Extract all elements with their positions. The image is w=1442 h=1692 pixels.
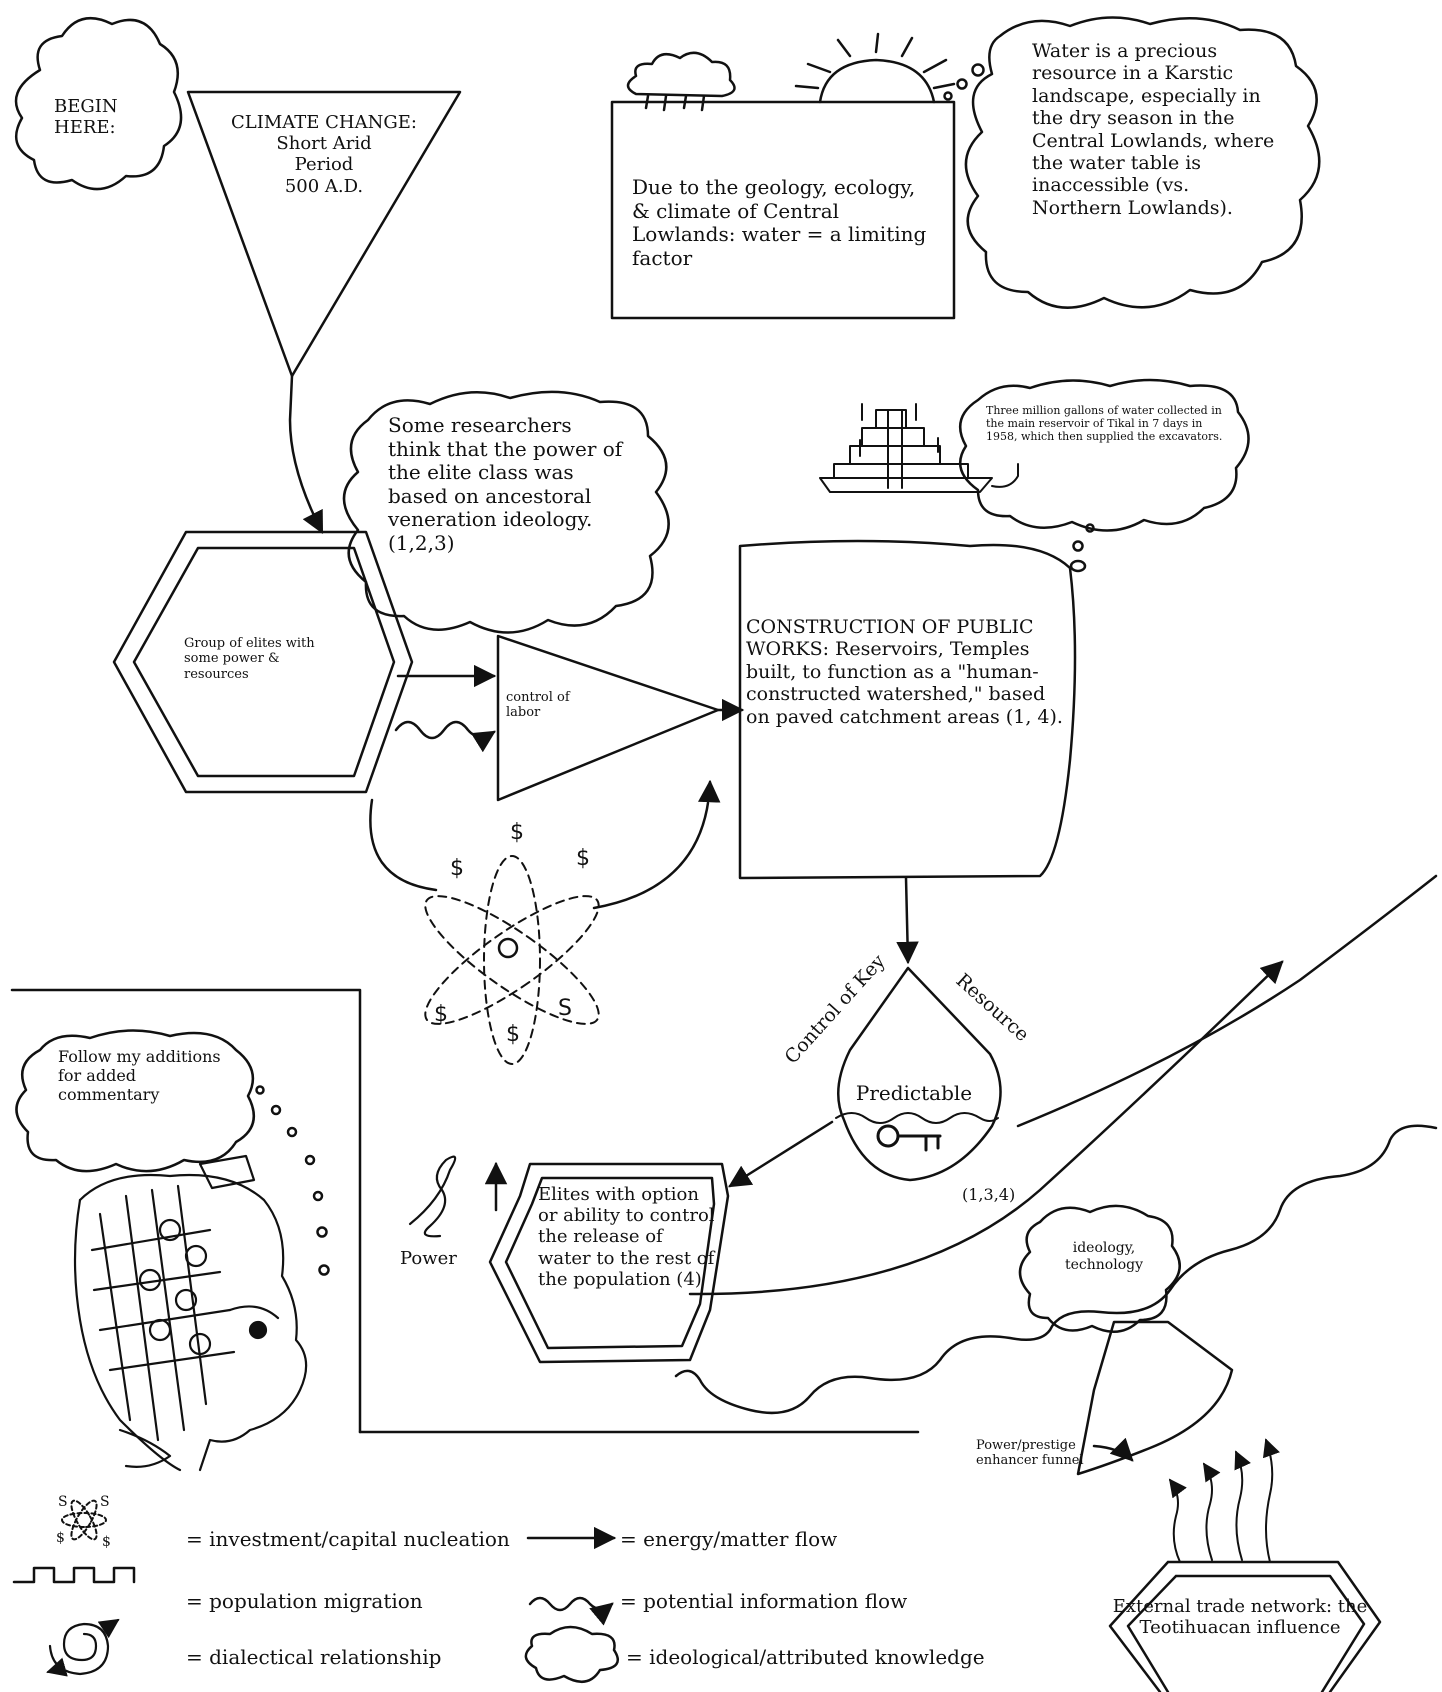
commentary-text: Follow my additions for added commentary bbox=[58, 1047, 221, 1104]
legend-dollar-sign: $ bbox=[102, 1534, 111, 1550]
legend-information-text: = potential information flow bbox=[620, 1589, 908, 1613]
elites-release-text: Elites with option or ability to control… bbox=[538, 1184, 715, 1290]
dollar-sign: $ bbox=[450, 856, 464, 881]
climate-change-label: CLIMATE CHANGE: Short Arid Period 500 A.… bbox=[196, 112, 452, 197]
funnel-pointer bbox=[1092, 1437, 1134, 1462]
begin-cloud bbox=[14, 16, 183, 191]
legend-energy-text: = energy/matter flow bbox=[620, 1527, 838, 1551]
control-labor-triangle bbox=[496, 634, 720, 802]
thought-bubble bbox=[943, 91, 953, 101]
legend-migration-symbol bbox=[12, 1566, 136, 1584]
key-to-elites-arrow bbox=[728, 1120, 834, 1188]
begin-line-2: HERE: bbox=[54, 117, 116, 139]
sun-icon bbox=[794, 32, 956, 104]
thought-bubble bbox=[312, 1190, 324, 1202]
thought-bubble bbox=[1072, 540, 1084, 552]
elites-to-right-arrow bbox=[688, 960, 1284, 1296]
commentary-cloud bbox=[15, 1029, 256, 1173]
external-trade-hexagon-outer bbox=[1108, 1560, 1382, 1692]
ideology-text: ideology, technology bbox=[1065, 1240, 1143, 1273]
power-label: Power bbox=[400, 1248, 457, 1269]
water-precious-cloud bbox=[964, 16, 1321, 309]
key-resource-drop bbox=[837, 966, 1002, 1182]
water-waves bbox=[835, 1112, 999, 1124]
thought-bubble bbox=[270, 1104, 282, 1116]
investment-to-labor-arrow bbox=[592, 779, 721, 910]
elites-hexagon-outer bbox=[112, 530, 414, 794]
climate-to-hexagon-arrow bbox=[288, 374, 324, 534]
elites-to-investment-curve bbox=[369, 798, 438, 892]
water-limiting-box bbox=[610, 100, 956, 320]
control-labor-text: control of labor bbox=[506, 690, 570, 721]
public-works-text: CONSTRUCTION OF PUBLIC WORKS: Reservoirs… bbox=[746, 616, 1063, 728]
right-edge-wave bbox=[674, 1124, 1438, 1415]
legend-ideological-text: = ideological/attributed knowledge bbox=[626, 1645, 985, 1669]
tikal-cloud bbox=[958, 378, 1250, 532]
elites-hexagon-inner bbox=[132, 546, 396, 778]
climate-line-2: Short Arid bbox=[276, 133, 372, 155]
external-trade-text: External trade network: the Teotihuacan … bbox=[1112, 1596, 1368, 1639]
climate-triangle bbox=[186, 90, 462, 378]
ideology-cloud bbox=[1018, 1204, 1181, 1333]
prestige-funnel bbox=[1076, 1320, 1234, 1476]
legend-migration-text: = population migration bbox=[186, 1589, 423, 1613]
dollar-sign: $ bbox=[576, 846, 590, 871]
funnel-label: Power/prestige enhancer funnel bbox=[976, 1438, 1084, 1469]
key-resource-citation: (1,3,4) bbox=[962, 1185, 1016, 1204]
water-precious-text: Water is a precious resource in a Karsti… bbox=[1032, 40, 1275, 219]
begin-here-label: BEGIN HERE: bbox=[54, 96, 118, 138]
spiral-center bbox=[497, 937, 519, 959]
s-letter: S bbox=[558, 996, 572, 1021]
tikal-text: Three million gallons of water collected… bbox=[986, 404, 1223, 444]
dollar-sign: $ bbox=[506, 1022, 520, 1047]
predictable-label: Predictable bbox=[855, 1081, 973, 1105]
begin-line-1: BEGIN bbox=[54, 96, 118, 117]
rain-cloud-icon bbox=[626, 51, 736, 112]
thought-bubble bbox=[956, 78, 968, 90]
thought-bubble bbox=[318, 1264, 330, 1276]
legend-information-arrow bbox=[528, 1596, 614, 1626]
legend-investment-symbol bbox=[61, 1499, 107, 1541]
thought-bubble bbox=[1085, 523, 1095, 533]
legend-ideological-cloud bbox=[524, 1625, 619, 1683]
thought-bubble bbox=[316, 1226, 328, 1238]
elites-release-hexagon-outer bbox=[488, 1162, 730, 1364]
climate-line-4: 500 A.D. bbox=[284, 175, 364, 197]
legend-dollar-sign: $ bbox=[56, 1530, 65, 1546]
dollar-sign: $ bbox=[434, 1002, 448, 1027]
climate-title: CLIMATE CHANGE: bbox=[231, 112, 417, 133]
public-works-box bbox=[738, 539, 1077, 880]
elites-to-labor-wavy-arrow bbox=[394, 720, 496, 753]
dollar-sign: $ bbox=[510, 820, 524, 845]
power-squiggle-icon bbox=[408, 1155, 457, 1238]
legend-s-letter: S bbox=[100, 1494, 110, 1510]
key-icon bbox=[876, 1124, 942, 1152]
thought-bubble bbox=[971, 63, 985, 77]
thought-bubble bbox=[255, 1085, 265, 1095]
maya-head-illustration bbox=[73, 1154, 308, 1472]
legend-investment-text: = investment/capital nucleation bbox=[186, 1527, 510, 1551]
commentary-frame bbox=[10, 988, 362, 1434]
legend-dialectical-text: = dialectical relationship bbox=[186, 1645, 442, 1669]
elites-group-text: Group of elites with some power & resour… bbox=[184, 636, 315, 682]
external-trade-hexagon-inner bbox=[1126, 1574, 1366, 1692]
researchers-text: Some researchers think that the power of… bbox=[388, 413, 623, 555]
temple-icon bbox=[819, 403, 1019, 493]
legend-s-letter: S bbox=[58, 1494, 68, 1510]
investment-nucleation-symbol bbox=[424, 855, 600, 1065]
thought-bubble bbox=[304, 1154, 316, 1166]
water-limiting-text: Due to the geology, ecology, & climate o… bbox=[632, 175, 927, 270]
climate-line-3: Period bbox=[294, 154, 354, 176]
trade-influence-arrows bbox=[1168, 1438, 1280, 1563]
thought-bubble bbox=[286, 1126, 298, 1138]
works-to-key-arrow bbox=[896, 876, 919, 965]
researchers-cloud bbox=[342, 390, 670, 634]
elites-release-hexagon-inner bbox=[504, 1176, 716, 1350]
key-to-right-line bbox=[1016, 874, 1438, 1128]
thought-bubble bbox=[1069, 559, 1087, 573]
legend-dialectical-symbol bbox=[46, 1618, 120, 1677]
